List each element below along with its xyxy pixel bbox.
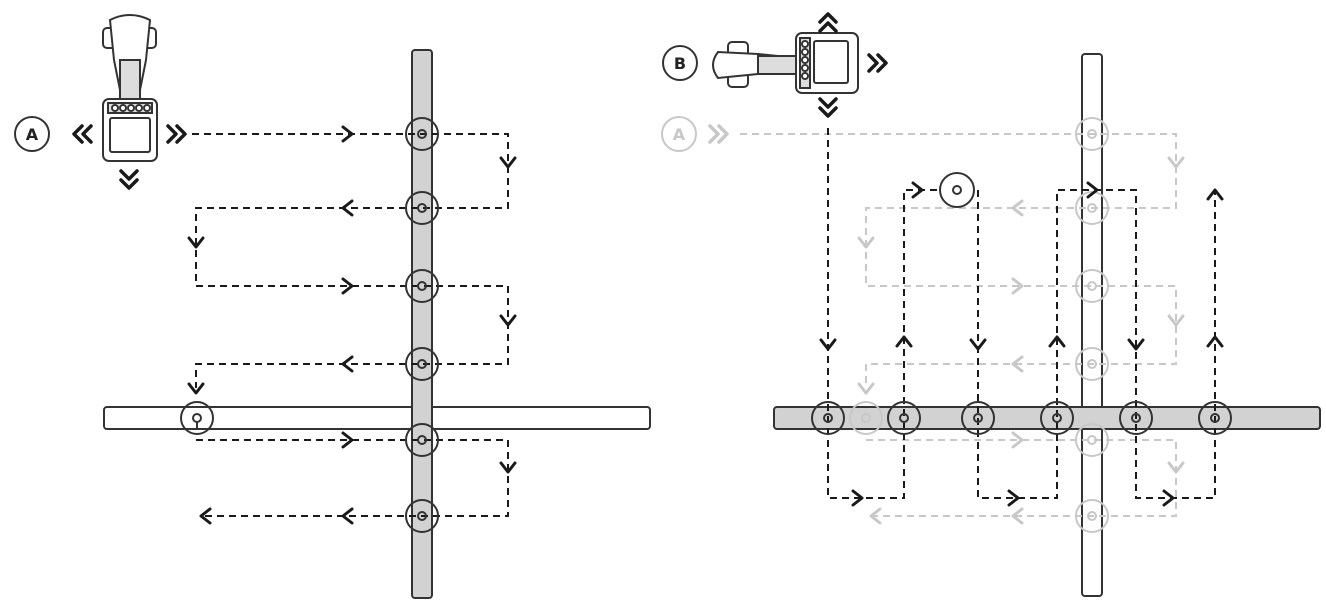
panel-a: A — [14, 14, 651, 599]
handheld-locator-icon — [102, 14, 158, 162]
detection-point — [405, 423, 439, 457]
detection-point — [405, 347, 439, 381]
label-b: B — [674, 54, 686, 73]
detection-point — [405, 499, 439, 533]
faded-path-arrows — [857, 156, 1185, 525]
detection-points-b — [811, 172, 1232, 435]
detection-point — [961, 401, 995, 435]
detection-point — [405, 191, 439, 225]
pipe-horizontal-b — [773, 406, 1321, 430]
faded-detection-points — [849, 117, 1109, 533]
path-arrows-a — [187, 125, 517, 525]
detection-point — [1040, 401, 1074, 435]
pipe-vertical — [411, 49, 433, 599]
panel-b: A — [661, 12, 1321, 597]
faded-double-chevron-right-icon — [708, 124, 729, 144]
double-chevron-down-icon-b — [818, 97, 838, 118]
label-a-badge: A — [14, 116, 50, 152]
detection-point-off-pipe — [939, 172, 975, 208]
double-chevron-right-icon — [166, 124, 187, 144]
double-chevron-down-icon — [119, 169, 139, 190]
detection-point — [1198, 401, 1232, 435]
double-chevron-up-icon — [818, 12, 838, 33]
detection-point — [180, 401, 214, 435]
faded-label-a-badge: A — [661, 116, 697, 152]
handheld-locator-icon-b — [712, 32, 859, 94]
label-b-badge: B — [662, 45, 698, 81]
sweep-path-b — [827, 128, 1216, 499]
detection-point — [811, 401, 845, 435]
pipe-horizontal — [103, 406, 651, 430]
path-arrows-b — [819, 181, 1224, 507]
detection-point — [405, 117, 439, 151]
faded-path-a — [740, 133, 1177, 517]
detection-point — [405, 269, 439, 303]
label-a-faded: A — [673, 125, 686, 144]
double-chevron-left-icon — [72, 124, 93, 144]
detection-points-a — [180, 117, 439, 533]
double-chevron-right-icon-b — [867, 53, 888, 73]
sweep-path-a — [192, 133, 509, 517]
detection-point — [1119, 401, 1153, 435]
detection-point — [887, 401, 921, 435]
label-a: A — [26, 125, 39, 144]
pipe-vertical-b — [1081, 53, 1103, 597]
